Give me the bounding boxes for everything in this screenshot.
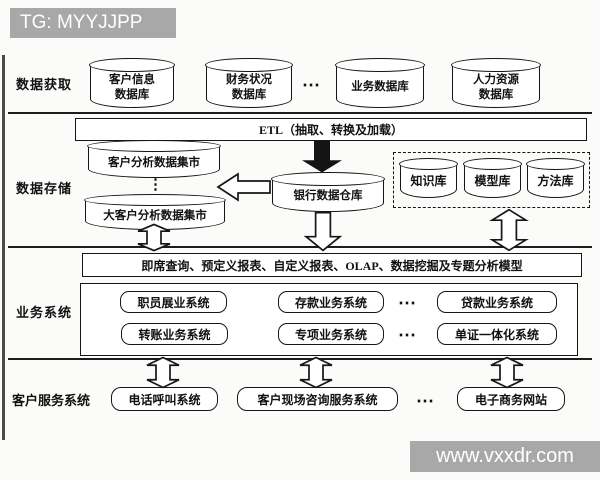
- business-box-special: 专项业务系统: [278, 323, 384, 345]
- db-cylinder-label: 客户信息 数据库: [109, 73, 155, 101]
- base-cylinder-knowledge: 知识库: [399, 158, 458, 198]
- db-cylinder-financial-status: 财务状况 数据库: [205, 58, 293, 108]
- business-box-transfer: 转账业务系统: [121, 323, 228, 345]
- watermark-bottom: www.vxxdr.com: [410, 441, 600, 472]
- base-cylinder-method: 方法库: [526, 158, 585, 198]
- db-cylinder-human-resource: 人力资源 数据库: [451, 58, 541, 108]
- ellipsis-service-row: ⋯: [416, 391, 435, 411]
- arrow-business-phone-bidirectional: [145, 357, 181, 388]
- service-box-onsite-consulting: 客户现场咨询服务系统: [237, 387, 398, 411]
- warehouse-cylinder-label: 银行数据仓库: [293, 190, 363, 203]
- dashed-box-analysis-bases: [393, 152, 590, 208]
- ellipsis-business-row2: ⋯: [398, 325, 417, 345]
- arrow-business-onsite-bidirectional: [298, 357, 334, 388]
- db-cylinder-label: 人力资源 数据库: [473, 73, 519, 101]
- base-cylinder-model: 模型库: [463, 158, 522, 198]
- divider-acquisition-storage: [8, 112, 592, 114]
- arrow-warehouse-to-analysis: [304, 212, 342, 251]
- base-cylinder-label: 模型库: [474, 174, 511, 189]
- analysis-tools-bar: 即席查询、预定义报表、自定义报表、OLAP、数据挖掘及专题分析模型: [82, 253, 582, 277]
- business-box-staff-development: 职员展业系统: [120, 291, 227, 313]
- divider-business-service: [8, 358, 592, 360]
- arrow-warehouse-to-marts: [217, 172, 271, 202]
- base-cylinder-label: 方法库: [537, 174, 574, 189]
- arrow-marts-analysis-bidirectional: [136, 224, 172, 251]
- mart-cylinder-label: 客户分析数据集市: [108, 156, 200, 169]
- service-box-phone-call: 电话呼叫系统: [111, 387, 218, 411]
- db-cylinder-business: 业务数据库: [335, 58, 425, 108]
- db-cylinder-label: 业务数据库: [351, 81, 409, 94]
- ellipsis-data-marts: ⋮: [148, 177, 163, 193]
- watermark-top: TG: MYYJJPP: [10, 8, 176, 38]
- business-box-document-integration: 单证一体化系统: [437, 323, 557, 345]
- scan-edge-line: [2, 55, 5, 440]
- section-label-business-systems: 业务系统: [16, 305, 73, 320]
- divider-storage-business: [8, 246, 592, 248]
- section-label-customer-service: 客户服务系统: [12, 393, 91, 408]
- business-box-deposit: 存款业务系统: [278, 291, 384, 313]
- section-label-data-storage: 数据存储: [16, 181, 73, 196]
- arrow-etl-to-warehouse: [302, 141, 342, 173]
- ellipsis-acquisition-row: ⋯: [302, 75, 321, 95]
- mart-cylinder-customer-analysis: 客户分析数据集市: [87, 140, 221, 178]
- db-cylinder-customer-info: 客户信息 数据库: [89, 58, 175, 108]
- ellipsis-business-row1: ⋯: [398, 293, 417, 313]
- arrow-business-ecommerce-bidirectional: [489, 357, 525, 388]
- business-box-loan: 贷款业务系统: [437, 291, 557, 313]
- base-cylinder-label: 知识库: [410, 174, 447, 189]
- section-label-data-acquisition: 数据获取: [16, 77, 73, 92]
- mart-cylinder-label: 大客户分析数据集市: [103, 209, 207, 222]
- arrow-bases-analysis-bidirectional: [490, 209, 528, 251]
- service-box-ecommerce-site: 电子商务网站: [457, 387, 565, 411]
- db-cylinder-label: 财务状况 数据库: [226, 73, 272, 101]
- etl-bar: ETL（抽取、转换及加载）: [75, 118, 587, 141]
- warehouse-cylinder-bank-data: 银行数据仓库: [271, 172, 385, 212]
